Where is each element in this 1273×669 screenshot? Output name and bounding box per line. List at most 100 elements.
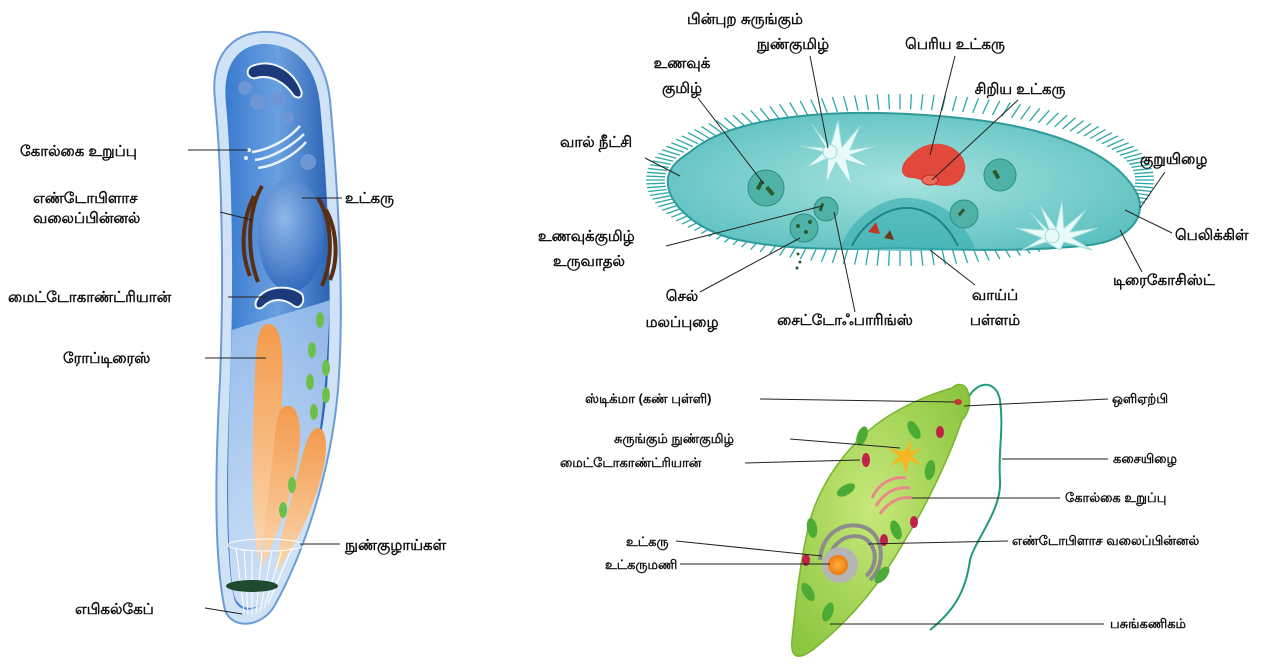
cilium: [877, 250, 879, 265]
label-pa-tail-cilia: வால் நீட்சி: [560, 134, 632, 152]
label-pa-cytopharynx: சைட்டோஃபாரிங்ஸ்: [777, 312, 913, 329]
euglena-nucleolus: [828, 555, 848, 575]
label-pa-fv-forming-1: உணவுக்குமிழ்: [538, 228, 635, 246]
label-eu-nucleolus: உட்கருமணி: [605, 557, 677, 573]
cilium: [647, 172, 666, 173]
dense-granule: [238, 81, 252, 95]
dense-granule: [282, 112, 294, 124]
cilium: [1047, 113, 1059, 125]
cilium: [866, 95, 869, 110]
label-eu-stigma: ஸ்டிக்மா (கண் புள்ளி): [585, 391, 711, 407]
label-sp-epicalcap: எபிகல்கேப்: [75, 601, 154, 618]
label-sp-mitochondrion: மைட்டோகாண்ட்ரியான்: [8, 289, 172, 306]
label-eu-mitochondrion: மைட்டோகாண்ட்ரியான்: [560, 455, 702, 470]
label-eu-golgi: கோல்கை உறுப்பு: [1065, 490, 1166, 506]
cilium: [911, 251, 912, 266]
label-pa-fv-forming-2: உருவாதல்: [553, 253, 625, 271]
cilium: [1134, 172, 1153, 173]
cilium: [889, 251, 890, 266]
euglena-cell: [792, 385, 1002, 657]
label-pa-posterior-cv-1: பின்புற சுருங்கும்: [687, 11, 803, 29]
label-eu-photoreceptor: ஒளிஏற்பி: [1112, 391, 1168, 407]
label-eu-contractile-vacuole: சுருங்கும் நுண்குமிழ்: [614, 431, 735, 447]
cilium: [942, 249, 945, 264]
cilium: [963, 97, 968, 112]
cilium: [1063, 118, 1076, 129]
cilium: [855, 249, 858, 264]
cilium: [742, 113, 754, 125]
cilium: [733, 115, 745, 127]
cilium: [658, 202, 676, 207]
cilium: [992, 101, 999, 115]
cilium: [658, 153, 676, 158]
cilium: [1055, 115, 1067, 127]
label-pa-anal-pore-1: செல்: [666, 288, 698, 305]
label-sp-nucleus: உட்கரு: [345, 190, 394, 208]
cilium: [1134, 186, 1153, 187]
label-pa-food-vacuole-1: உணவுக்: [654, 55, 711, 72]
cilium: [648, 190, 667, 192]
cilium: [921, 94, 923, 109]
euglena-stigma: [954, 399, 962, 405]
cilium: [1012, 104, 1021, 118]
cilium: [1030, 108, 1040, 121]
cilium: [646, 176, 665, 177]
label-pa-cilia: குறுயிழை: [1140, 151, 1207, 169]
label-eu-chloroplast: பசுங்கணிகம்: [1110, 616, 1187, 631]
cilium: [973, 98, 979, 113]
cilium: [1021, 106, 1031, 119]
label-pa-macronucleus: பெரிய உட்கரு: [905, 36, 1005, 54]
cilium: [952, 96, 956, 111]
cilium: [832, 97, 837, 112]
apical-complex: [226, 580, 278, 592]
cilium: [877, 94, 879, 109]
cilium: [866, 250, 869, 265]
cilium: [725, 118, 738, 129]
cilium: [751, 110, 762, 123]
label-pa-pellicle: பெலிக்கிள்: [1175, 227, 1249, 244]
cilium: [832, 248, 837, 263]
cilium: [647, 186, 666, 187]
label-sp-er-2: வலைப்பின்னல்: [33, 210, 140, 227]
label-pa-posterior-cv-2: நுண்குமிழ்: [756, 36, 829, 54]
cilium: [1135, 183, 1154, 184]
cilium: [1135, 176, 1154, 177]
dense-granule: [300, 154, 316, 170]
anal-pore-dots: [796, 253, 802, 270]
label-pa-oral-groove-2: பள்ளம்: [970, 312, 1020, 329]
cilium: [800, 101, 807, 115]
cilium: [655, 199, 673, 203]
cilium: [983, 100, 990, 114]
dense-granule: [250, 94, 266, 110]
label-pa-food-vacuole-2: குமிழ்: [662, 80, 702, 98]
cilium: [811, 100, 818, 114]
cilium: [652, 196, 670, 199]
cilium: [648, 169, 667, 171]
label-pa-anal-pore-2: மலப்புழை: [645, 314, 718, 332]
cilium: [822, 98, 828, 113]
paramecium-cell: [646, 94, 1154, 270]
cilium: [921, 250, 923, 265]
sporozoan-nucleus: [258, 178, 324, 292]
cilium: [770, 106, 780, 119]
label-eu-flagellum: கசையிழை: [1113, 451, 1177, 467]
euglena-body: [792, 385, 970, 657]
label-eu-nucleus: உட்கரு: [626, 534, 669, 550]
label-eu-er: எண்டோபிளாச வலைப்பின்னல்: [1012, 533, 1200, 548]
sporozoan-cell: [214, 32, 341, 624]
cilium: [646, 183, 665, 184]
cilium: [952, 249, 956, 264]
cilium: [760, 108, 770, 121]
cilium: [655, 157, 673, 161]
cilium: [780, 104, 789, 118]
label-pa-oral-groove-1: வாய்ப்: [972, 287, 1018, 304]
label-sp-microtubules: நுண்குழாய்கள்: [344, 537, 447, 555]
cilium: [844, 96, 848, 111]
cilium: [1124, 153, 1142, 158]
dense-granule: [271, 93, 285, 107]
cilium: [932, 95, 935, 110]
cilium: [1133, 169, 1152, 171]
cilium: [911, 94, 912, 109]
label-pa-trichocyst: டிரைகோசிஸ்ட்: [1113, 272, 1216, 289]
